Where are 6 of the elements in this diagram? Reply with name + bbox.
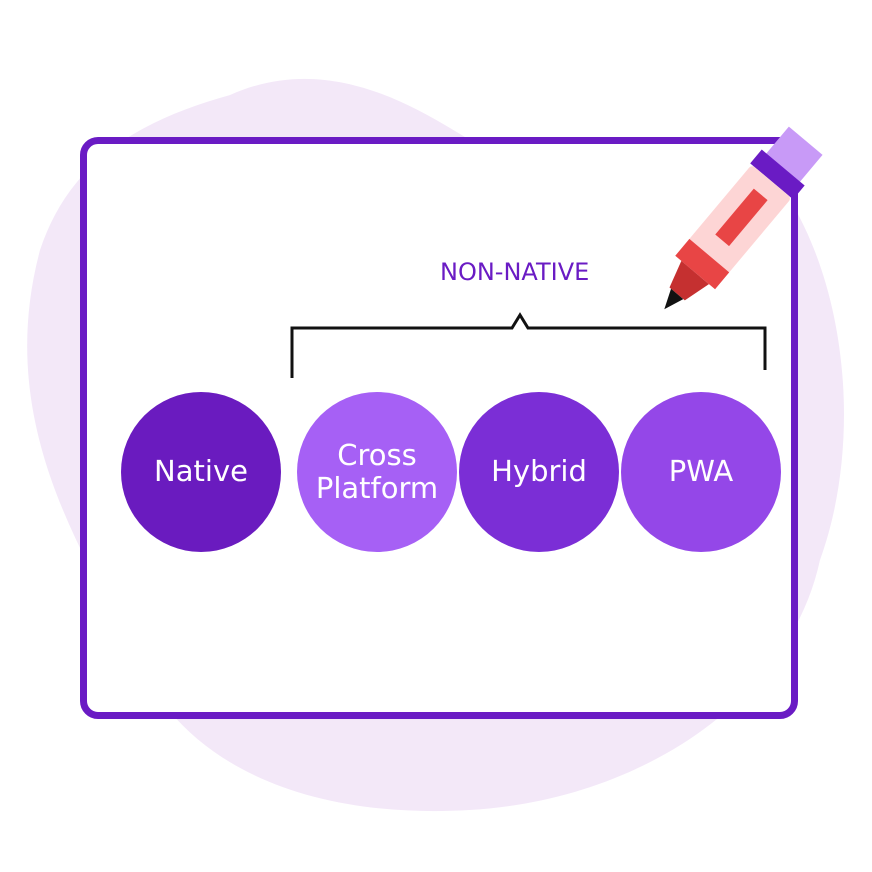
category-circle: Cross Platform [297,392,457,552]
board-frame [80,137,798,719]
category-circle: PWA [621,392,781,552]
category-circle: Hybrid [459,392,619,552]
group-label: NON-NATIVE [440,258,590,286]
category-circle: Native [121,392,281,552]
